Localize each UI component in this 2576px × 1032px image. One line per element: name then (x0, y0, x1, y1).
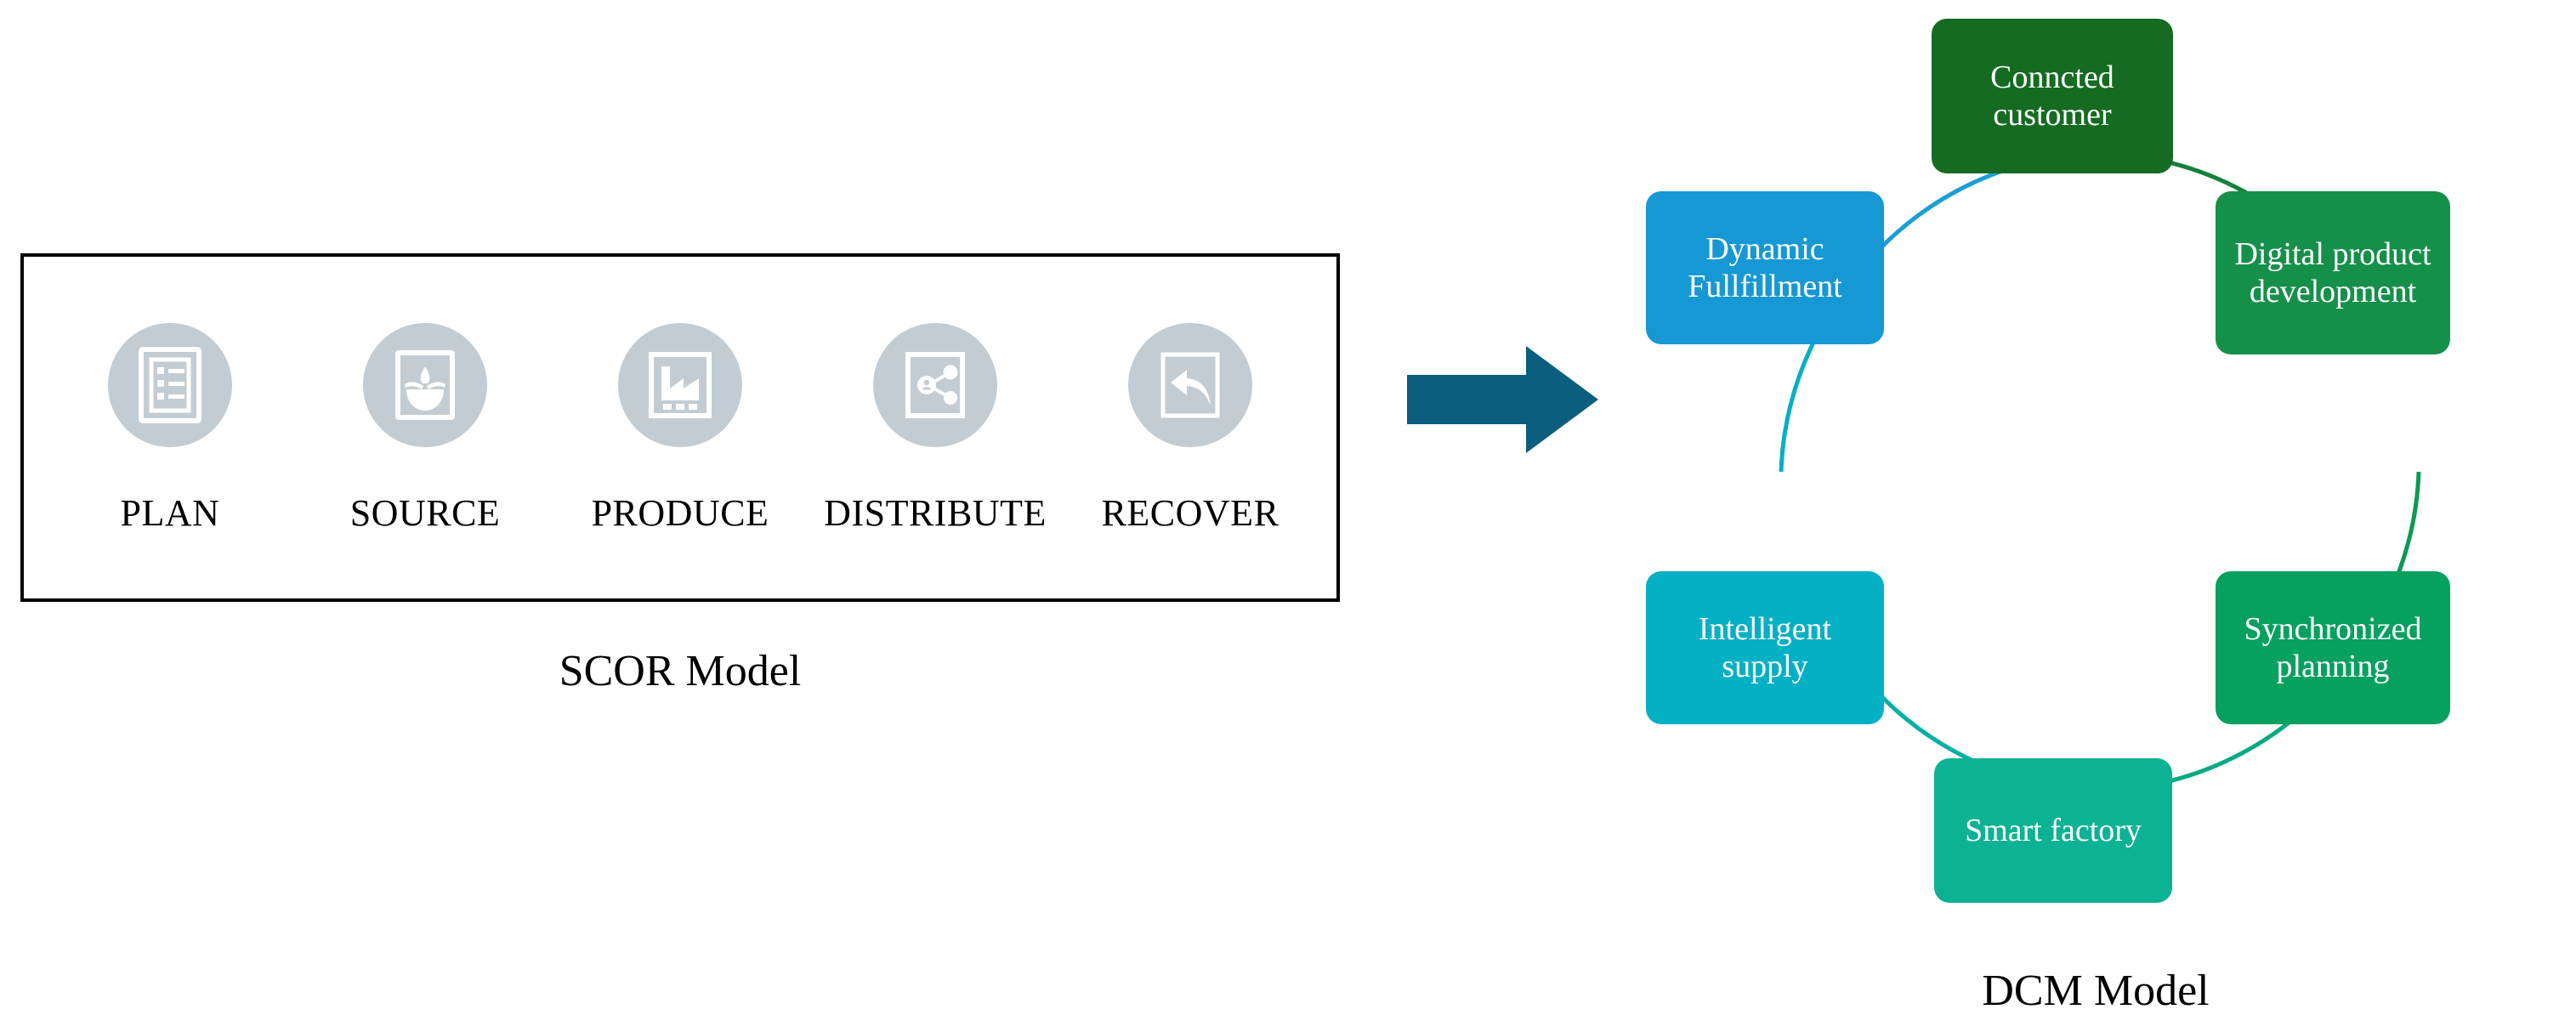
scor-step-label: RECOVER (1101, 492, 1279, 534)
dcm-model-panel: Conncted customer Digital product develo… (1615, 0, 2576, 1032)
dcm-node-intelligent-supply[interactable]: Intelligent supply (1646, 571, 1884, 724)
scor-step-recover[interactable]: RECOVER (1067, 323, 1314, 532)
dcm-node-dynamic-fullfillment[interactable]: Dynamic Fullfillment (1646, 191, 1884, 344)
share-network-icon (873, 323, 997, 447)
scor-model-caption: SCOR Model (559, 647, 802, 695)
scor-step-label: SOURCE (349, 492, 501, 534)
scor-step-label: PRODUCE (591, 492, 769, 534)
factory-icon (618, 323, 742, 447)
dcm-node-connected-customer[interactable]: Conncted customer (1932, 19, 2173, 173)
scor-steps-row: PLAN SOURCE (20, 253, 1340, 602)
dcm-node-label: Conncted customer (1990, 59, 2114, 133)
scor-step-label: PLAN (120, 492, 220, 534)
scor-model-panel: PLAN SOURCE (20, 253, 1340, 695)
dcm-node-digital-product-development[interactable]: Digital product development (2216, 191, 2450, 354)
dcm-model-caption: DCM Model (1982, 967, 2210, 1015)
dcm-node-synchronized-planning[interactable]: Synchronized planning (2216, 571, 2450, 724)
scor-step-produce[interactable]: PRODUCE (557, 323, 803, 532)
dcm-node-label: Synchronized planning (2244, 610, 2422, 684)
dcm-node-label: Digital product development (2234, 235, 2431, 309)
scor-step-distribute[interactable]: DISTRIBUTE (812, 323, 1058, 532)
right-arrow-icon (1407, 344, 1598, 455)
scor-step-plan[interactable]: PLAN (47, 323, 293, 532)
dcm-node-label: Intelligent supply (1698, 610, 1832, 684)
clipboard-list-icon (108, 323, 232, 447)
return-arrow-icon (1128, 323, 1252, 447)
sourcing-bowl-icon (363, 323, 487, 447)
scor-step-label: DISTRIBUTE (824, 492, 1047, 534)
dcm-node-label: Smart factory (1965, 812, 2142, 848)
dcm-node-smart-factory[interactable]: Smart factory (1934, 758, 2172, 903)
dcm-node-label: Dynamic Fullfillment (1688, 230, 1842, 304)
scor-step-source[interactable]: SOURCE (302, 323, 548, 532)
